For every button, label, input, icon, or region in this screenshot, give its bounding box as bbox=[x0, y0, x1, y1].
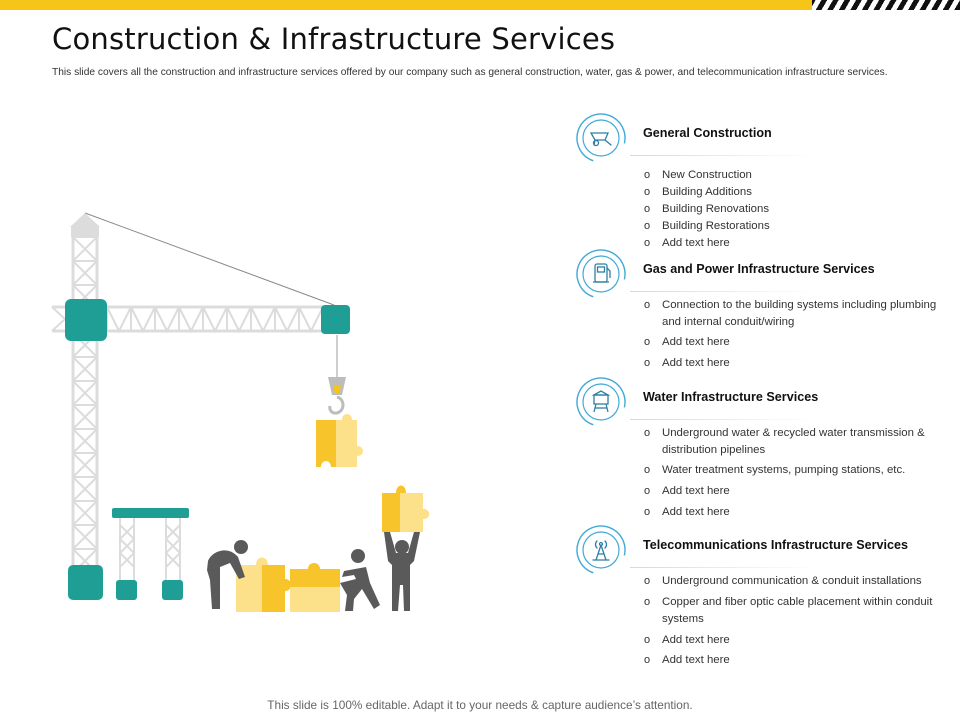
section-item-list: New Construction Building Additions Buil… bbox=[644, 167, 944, 252]
section-title: Telecommunications Infrastructure Servic… bbox=[643, 538, 909, 552]
section-divider bbox=[630, 291, 816, 292]
signal-tower-icon bbox=[576, 525, 626, 575]
list-item: Add text here bbox=[644, 504, 944, 521]
section-item-list: Underground water & recycled water trans… bbox=[644, 425, 944, 521]
water-tower-icon bbox=[576, 377, 626, 427]
list-item: Water treatment systems, pumping station… bbox=[644, 462, 944, 479]
section-divider bbox=[630, 567, 816, 568]
list-item: Add text here bbox=[644, 652, 944, 669]
list-item: Add text here bbox=[644, 355, 944, 372]
list-item: Building Additions bbox=[644, 184, 944, 201]
section-title: Water Infrastructure Services bbox=[643, 390, 819, 404]
footer-note: This slide is 100% editable. Adapt it to… bbox=[267, 698, 693, 712]
list-item: Add text here bbox=[644, 483, 944, 500]
puzzle-illustration bbox=[236, 414, 429, 612]
list-item: Add text here bbox=[644, 235, 944, 252]
section-item-list: Connection to the building systems inclu… bbox=[644, 297, 944, 372]
crane-puzzle-illustration bbox=[51, 212, 429, 612]
hazard-stripe bbox=[812, 0, 960, 10]
gas-pump-icon bbox=[576, 249, 626, 299]
section-divider bbox=[630, 419, 816, 420]
wheelbarrow-icon bbox=[576, 113, 626, 163]
list-item: Building Renovations bbox=[644, 201, 944, 218]
list-item: New Construction bbox=[644, 167, 944, 184]
section-divider bbox=[630, 155, 816, 156]
list-item: Building Restorations bbox=[644, 218, 944, 235]
workers-illustration bbox=[207, 532, 420, 611]
page-subtitle: This slide covers all the construction a… bbox=[52, 67, 888, 78]
crane-illustration bbox=[51, 212, 350, 600]
section-title: General Construction bbox=[643, 126, 772, 140]
list-item: Connection to the building systems inclu… bbox=[644, 297, 944, 331]
list-item: Underground communication & conduit inst… bbox=[644, 573, 944, 590]
section-item-list: Underground communication & conduit inst… bbox=[644, 573, 944, 669]
list-item: Copper and fiber optic cable placement w… bbox=[644, 594, 944, 628]
list-item: Add text here bbox=[644, 334, 944, 351]
list-item: Add text here bbox=[644, 632, 944, 649]
list-item: Underground water & recycled water trans… bbox=[644, 425, 944, 459]
page-title: Construction & Infrastructure Services bbox=[52, 22, 616, 56]
section-title: Gas and Power Infrastructure Services bbox=[643, 262, 875, 276]
top-accent-bar bbox=[0, 0, 960, 10]
